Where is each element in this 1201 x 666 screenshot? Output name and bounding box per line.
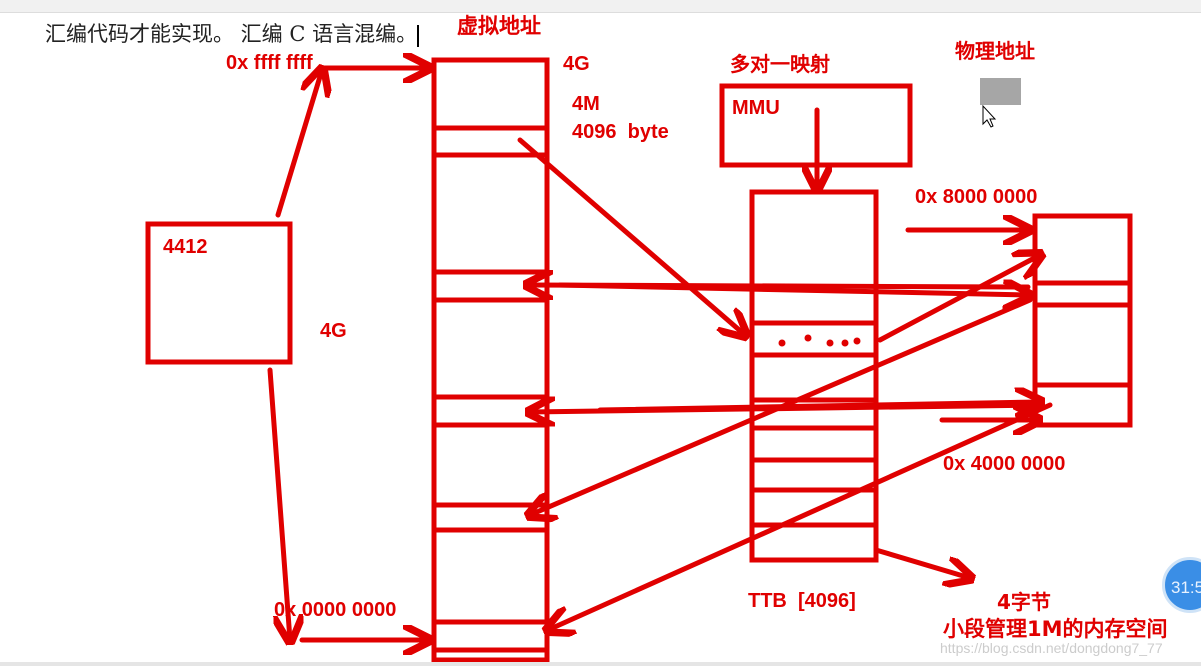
board-4g-label: 4G [320,320,347,342]
bottom-address-label: 0x 0000 0000 [274,599,397,621]
physical-address-label: 物理地址 [955,39,1035,63]
ttb-dots [778,334,861,347]
top-address-label: 0x ffff ffff [226,52,313,74]
phys-low-label: 0x 4000 0000 [943,453,1066,475]
section-note-label: 小段管理1M的内存空间 [943,617,1168,641]
ttb-label: TTB [4096] [748,590,856,612]
mmu-label: MMU [732,97,780,119]
clock-widget[interactable]: 31:5 [1162,557,1201,613]
virtual-4g-label: 4G [563,53,590,75]
document-text: 汇编代码才能实现。 汇编 C 语言混编。 [45,22,418,46]
document-text-line[interactable]: 汇编代码才能实现。 汇编 C 语言混编。 [45,18,420,48]
watermark: https://blog.csdn.net/dongdong7_77 [940,640,1163,656]
board-box [145,221,293,365]
toolbar-strip [0,0,1201,13]
arrows [267,68,1053,640]
text-caret [417,24,420,47]
many-to-one-label: 多对一映射 [730,52,830,76]
physical-memory-column [1032,213,1133,428]
page-4m-label: 4M [572,93,600,115]
page-bytes-label: 4096 byte [572,121,669,143]
board-label: 4412 [163,236,208,258]
entry-size-label: 4字节 [997,590,1051,614]
color-swatch [980,78,1021,105]
virtual-address-label: 虚拟地址 [457,14,541,38]
phys-high-label: 0x 8000 0000 [915,186,1038,208]
bottom-strip [0,662,1201,666]
